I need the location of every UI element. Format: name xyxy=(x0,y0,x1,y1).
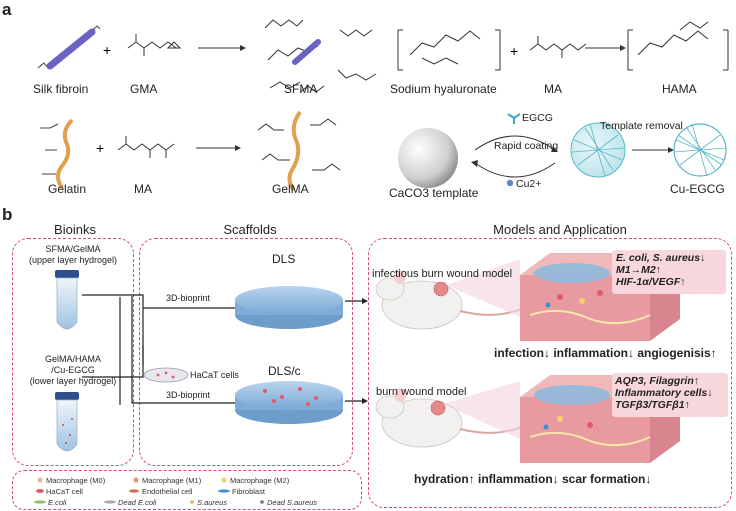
lower-bioink-line3: (lower layer hydrogel) xyxy=(29,376,117,386)
mouse-1 xyxy=(375,270,531,330)
model1-outcome: infection↓ inflammation↓ angiogenisis↑ xyxy=(494,346,717,360)
legend-ecoli: E.coli xyxy=(48,498,67,507)
model1-effect-2: M1→M2↑ xyxy=(616,264,661,276)
legend-saureus: S.aureus xyxy=(197,498,228,507)
cu-egcg-label: Cu-EGCG xyxy=(670,182,725,196)
model1-effects-box xyxy=(612,250,726,294)
model2-effects-box xyxy=(612,373,728,417)
ma-structure-1 xyxy=(529,36,587,58)
lower-bioink-line1: GelMA/HAMA xyxy=(44,354,101,364)
hacat-cells-label: HaCaT cells xyxy=(190,370,239,380)
flow-lines xyxy=(82,294,235,405)
lower-bioink-tube xyxy=(55,392,79,452)
legend-endothelial: Endothelial cell xyxy=(142,487,193,496)
rapid-coating-label: Rapid coating xyxy=(494,140,559,152)
caco3-sphere xyxy=(398,128,458,188)
gelatin-structure xyxy=(40,118,74,190)
upper-bioink-line1: SFMA/GelMA xyxy=(45,244,101,254)
legend-m0: Macrophage (M0) xyxy=(46,476,106,485)
panel-b-letter: b xyxy=(2,205,13,224)
bioinks-box xyxy=(12,238,134,466)
models-title: Models and Application xyxy=(493,222,627,237)
legend-dead-ecoli: Dead E.coli xyxy=(118,498,157,507)
upper-bioink-label: SFMA/GelMA (upper layer hydrogel) xyxy=(14,244,132,266)
gma-structure xyxy=(127,34,182,56)
dlsc-scaffold-disc xyxy=(235,381,343,424)
gma-label: GMA xyxy=(130,82,158,96)
scaffolds-box xyxy=(139,238,353,466)
panel-b-graphics xyxy=(34,253,680,504)
bioprint-label-2: 3D-bioprint xyxy=(166,390,211,400)
model1-effect-3: HIF-1α/VEGF↑ xyxy=(616,276,686,288)
burn-model-label: burn wound model xyxy=(376,386,467,398)
cu-egcg-cage xyxy=(673,123,727,177)
sodium-hyaluronate-structure xyxy=(397,29,501,71)
plus-sign-2: + xyxy=(510,43,518,59)
infectious-burn-model-label: infectious burn wound model xyxy=(372,268,513,280)
legend-dead-saureus: Dead S.aureus xyxy=(267,498,318,507)
model2-effect-3: TGFβ3/TGFβ1↑ xyxy=(615,399,690,411)
upper-bioink-tube xyxy=(55,270,79,330)
model2-effect-2: Inflammatory cells↓ xyxy=(615,387,713,399)
sodium-hyaluronate-label: Sodium hyaluronate xyxy=(390,82,497,96)
plus-sign: + xyxy=(103,42,111,58)
legend-m1: Macrophage (M1) xyxy=(142,476,202,485)
legend-box xyxy=(12,470,362,510)
ma-structure-2 xyxy=(117,136,175,158)
plus-sign-3: + xyxy=(96,140,104,156)
hama-structure xyxy=(627,21,729,71)
dls-scaffold-disc xyxy=(235,286,343,329)
ma-label-1: MA xyxy=(544,82,562,96)
cu-label: Cu2+ xyxy=(516,178,542,190)
gelatin-label: Gelatin xyxy=(48,182,87,196)
egcg-label: EGCG xyxy=(522,112,553,124)
cu-ion-icon xyxy=(506,179,514,187)
sfma-label: SFMA xyxy=(284,82,318,96)
models-box xyxy=(368,238,732,508)
silk-fibroin-label: Silk fibroin xyxy=(33,82,89,96)
legend-fibroblast: Fibroblast xyxy=(232,487,265,496)
legend-hacat: HaCaT cell xyxy=(46,487,83,496)
mouse-2 xyxy=(375,388,531,448)
dlsc-label: DLS/c xyxy=(268,364,301,378)
template-removal-label: Template removal xyxy=(600,120,683,132)
scaffolds-title: Scaffolds xyxy=(223,222,277,237)
silk-fibroin-structure xyxy=(37,25,101,70)
gelma-structure xyxy=(257,110,341,192)
hama-label: HAMA xyxy=(662,82,697,96)
bioprint-label-1: 3D-bioprint xyxy=(166,293,211,303)
coated-sphere xyxy=(570,122,626,178)
model2-effects: AQP3, Filaggrin↑ Inflammatory cells↓ TGF… xyxy=(615,375,729,411)
egcg-icon xyxy=(507,113,521,124)
ma-label-2: MA xyxy=(134,182,152,196)
sfma-structure xyxy=(264,19,377,93)
gelma-label: GelMA xyxy=(272,182,309,196)
legend-glyphs xyxy=(34,477,264,504)
caco3-template-label: CaCO3 template xyxy=(389,186,479,200)
upper-bioink-line2: (upper layer hydrogel) xyxy=(28,255,118,265)
hacat-dish xyxy=(143,367,189,383)
lower-bioink-line2: /Cu-EGCG xyxy=(51,365,95,375)
legend-m2: Macrophage (M2) xyxy=(230,476,290,485)
lower-bioink-label: GelMA/HAMA /Cu-EGCG (lower layer hydroge… xyxy=(14,354,132,387)
model1-effects: E. coli, S. aureus↓ M1→M2↑ HIF-1α/VEGF↑ xyxy=(616,252,728,288)
panel-a-graphics: + + + xyxy=(37,19,729,192)
bioinks-title: Bioinks xyxy=(54,222,96,237)
dls-label: DLS xyxy=(272,252,296,266)
model2-effect-1: AQP3, Filaggrin↑ xyxy=(615,375,700,387)
model2-outcome: hydration↑ inflammation↓ scar formation↓ xyxy=(414,472,652,486)
model1-effect-1: E. coli, S. aureus↓ xyxy=(616,252,706,264)
panel-a-letter: a xyxy=(2,0,12,19)
